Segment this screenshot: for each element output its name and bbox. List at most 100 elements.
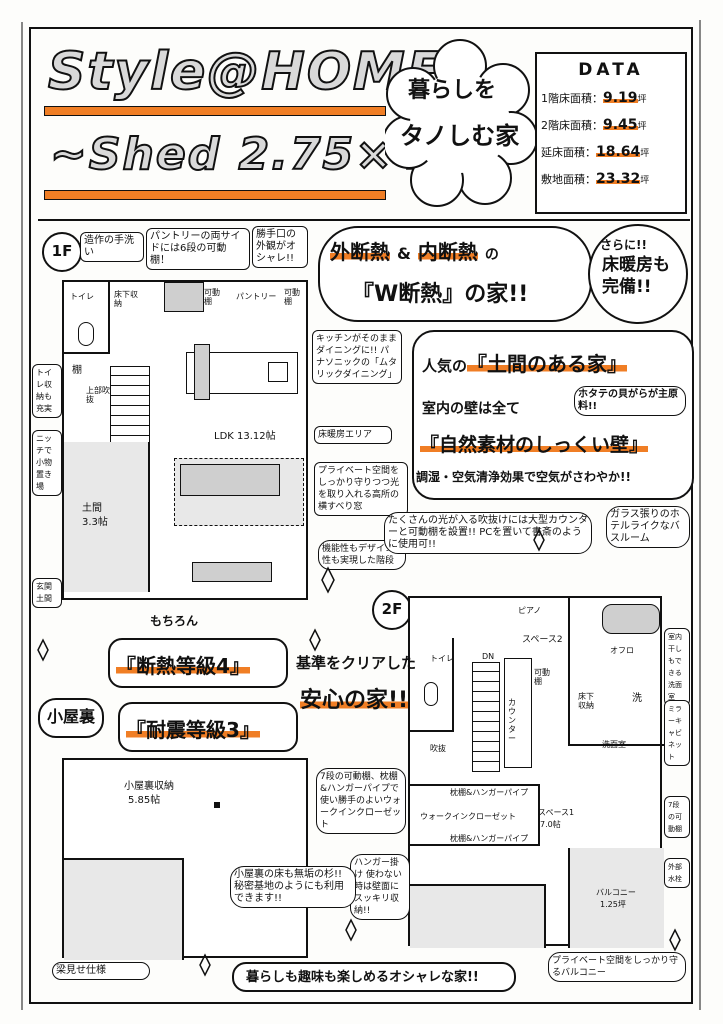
floor1-plan: トイレ 床下収納 可動棚 パントリー 可動棚 棚 上部吹抜 UP 土間 3.3帖… [62,280,308,600]
attic-note: 小屋裏の床も無垢の杉!! 秘密基地のようにも利用できます!! [230,866,356,908]
beam-note: 梁見せ仕様 [52,962,150,980]
note-kitchen: キッチンがそのままダイニングに!! パナソニックの「ムタリックダイニング」 [312,330,402,384]
note-window: プライベート空間をしっかり守りつつ光を取り入れる高所の横すべり窓 [314,462,408,516]
toilet2-label: トイレ [430,654,454,663]
note-counter: たくさんの光が入る吹抜けには大型カウンターと可動棚を設置!! PCを置いて書斎の… [384,512,592,554]
note-mirror: ミラーキャビネット [664,700,690,766]
under-stair-label: 床下収納 [114,290,138,308]
balcony-area [568,848,664,948]
space2-label: スペース2 [522,635,563,645]
piano-label: ピアノ [518,606,542,615]
sink-fixture [164,282,204,312]
sparkle-icon [321,566,335,594]
kitchen-sink [268,362,288,382]
mochiron-text: もちろん [150,614,199,628]
sparkle-icon [199,953,211,977]
floor-heat-bubble [588,224,688,324]
sparkle-icon [37,638,49,662]
toilet-label: トイレ [70,292,94,301]
kijun-text: 基準をクリアした [296,654,417,672]
note-balcony: プライベート空間をしっかり守るバルコニー [548,952,686,982]
bathtub [602,604,660,634]
floor-heat-text: 床暖房も完備!! [602,255,670,297]
data-heading: DATA [578,60,644,80]
dining-table [194,344,210,400]
note-bath: ガラス張りのホテルライクなバスルーム [606,506,690,548]
sarani-text: さらに!! [600,238,647,252]
counter [504,658,532,768]
sparkle-icon [533,528,545,552]
taishin-text: 『耐震等級3』 [126,718,260,742]
space1-label: スペース1 [538,808,575,817]
balcony-label: バルコニー [596,888,636,897]
yukashita-label: 床下収納 [578,692,594,710]
note-niche: ニッチで小物置き場 [32,430,62,496]
model-underline [44,190,386,200]
slogan-text: 暮らしも趣味も楽しめるオシャレな家!! [246,970,479,985]
effects-text: 調湿・空気清浄効果で空気がさわやか!! [416,470,631,484]
staircase-2f [472,662,500,772]
note-hanger: ハンガー掛け 使わない時は壁面にスッキリ収納!! [350,854,410,920]
data-box: DATA 1階床面積：9.19坪 2階床面積：9.45坪 延床面積：18.64坪… [535,52,687,214]
note-exterior: 外部水栓 [664,858,690,888]
brand-underline [44,106,386,116]
note-pantry: パントリーの両サイドには6段の可動棚！ [146,228,250,270]
makura-label-2: 枕棚&ハンガーパイプ [450,834,529,843]
slogan-box [232,962,516,992]
tagline-line1: 暮らしを [408,78,497,103]
space1-size: 7.0帖 [540,820,561,829]
fukinuke-label: 吹抜 [430,744,446,753]
sparkle-icon [345,918,357,942]
sparkle-icon [669,928,681,952]
balcony-size: 1.25坪 [600,900,626,909]
note-study: 床暖房エリア [314,426,392,444]
bed [410,884,546,948]
note-entrance: 勝手口の外観がオシャレ!! [252,226,308,268]
shelf-label: 棚 [72,365,82,376]
note-zousaku: 造作の手洗い [80,232,144,262]
jousou-label: 上部吹抜 [86,386,110,404]
walls-prefix: 室内の壁は全て [422,401,520,417]
wic-label: ウォークインクローゼット [420,812,516,821]
tagline-line2: タノしむ家 [400,122,520,150]
doma-size: 3.3帖 [82,517,108,528]
dannetsu-text: 『断熱等級4』 [116,654,250,678]
pantry-label: パントリー [236,292,277,301]
tv-board [192,562,272,582]
hotate-note: ホタテの貝がらが主原料!! [574,386,686,416]
attic-plan: 小屋裏収納 5.85帖 [62,758,308,960]
toilet2-fixture [424,682,438,706]
kadou-label: 可動棚 [204,288,220,306]
w-dannetsu-text: 『W断熱』の家!! [352,282,529,307]
note-kadou: 7段の可動棚 [664,796,690,838]
bath-label: オフロ [610,646,634,655]
toilet2-room [410,638,454,732]
anshin-text: 安心の家!! [300,688,409,713]
note-toilet: トイレ収納も充実 [32,364,62,418]
data-row: 延床面積：18.64坪 [541,144,650,160]
dn-label: DN [482,652,495,661]
note-wic: 7段の可動棚、枕棚&ハンガーパイプで使い勝手のよいウォークインクローゼット [316,768,406,834]
sparkle-icon [309,628,321,652]
wic-room [410,784,540,846]
bath-room [568,598,664,746]
attic-floor-area [64,858,184,960]
floor2-plan: ピアノ スペース2 トイレ DN カウンター 可動棚 吹抜 オフロ 洗 洗面室 … [408,596,664,948]
toilet-fixture [78,322,94,346]
data-row: 1階床面積：9.19坪 [541,90,647,106]
data-row: 敷地面積：23.32坪 [541,171,650,187]
sofa [180,464,280,496]
ldk-label: LDK 13.12帖 [214,431,276,442]
attic-room-label: 小屋裏収納 [124,781,174,792]
note-entry: 玄関土間 [32,578,62,608]
attic-size-label: 5.85帖 [128,795,161,806]
shikkui-text: 『自然素材のしっくい壁』 [420,434,649,456]
makura-label: 枕棚&ハンガーパイプ [450,788,529,797]
brand-title: Style@HOME [47,41,445,103]
flower-bubble [385,39,535,207]
toilet-room [64,282,110,354]
kadou2-label: 可動棚 [534,668,550,686]
popular-row: 人気の『土間のある家』 [422,352,628,376]
